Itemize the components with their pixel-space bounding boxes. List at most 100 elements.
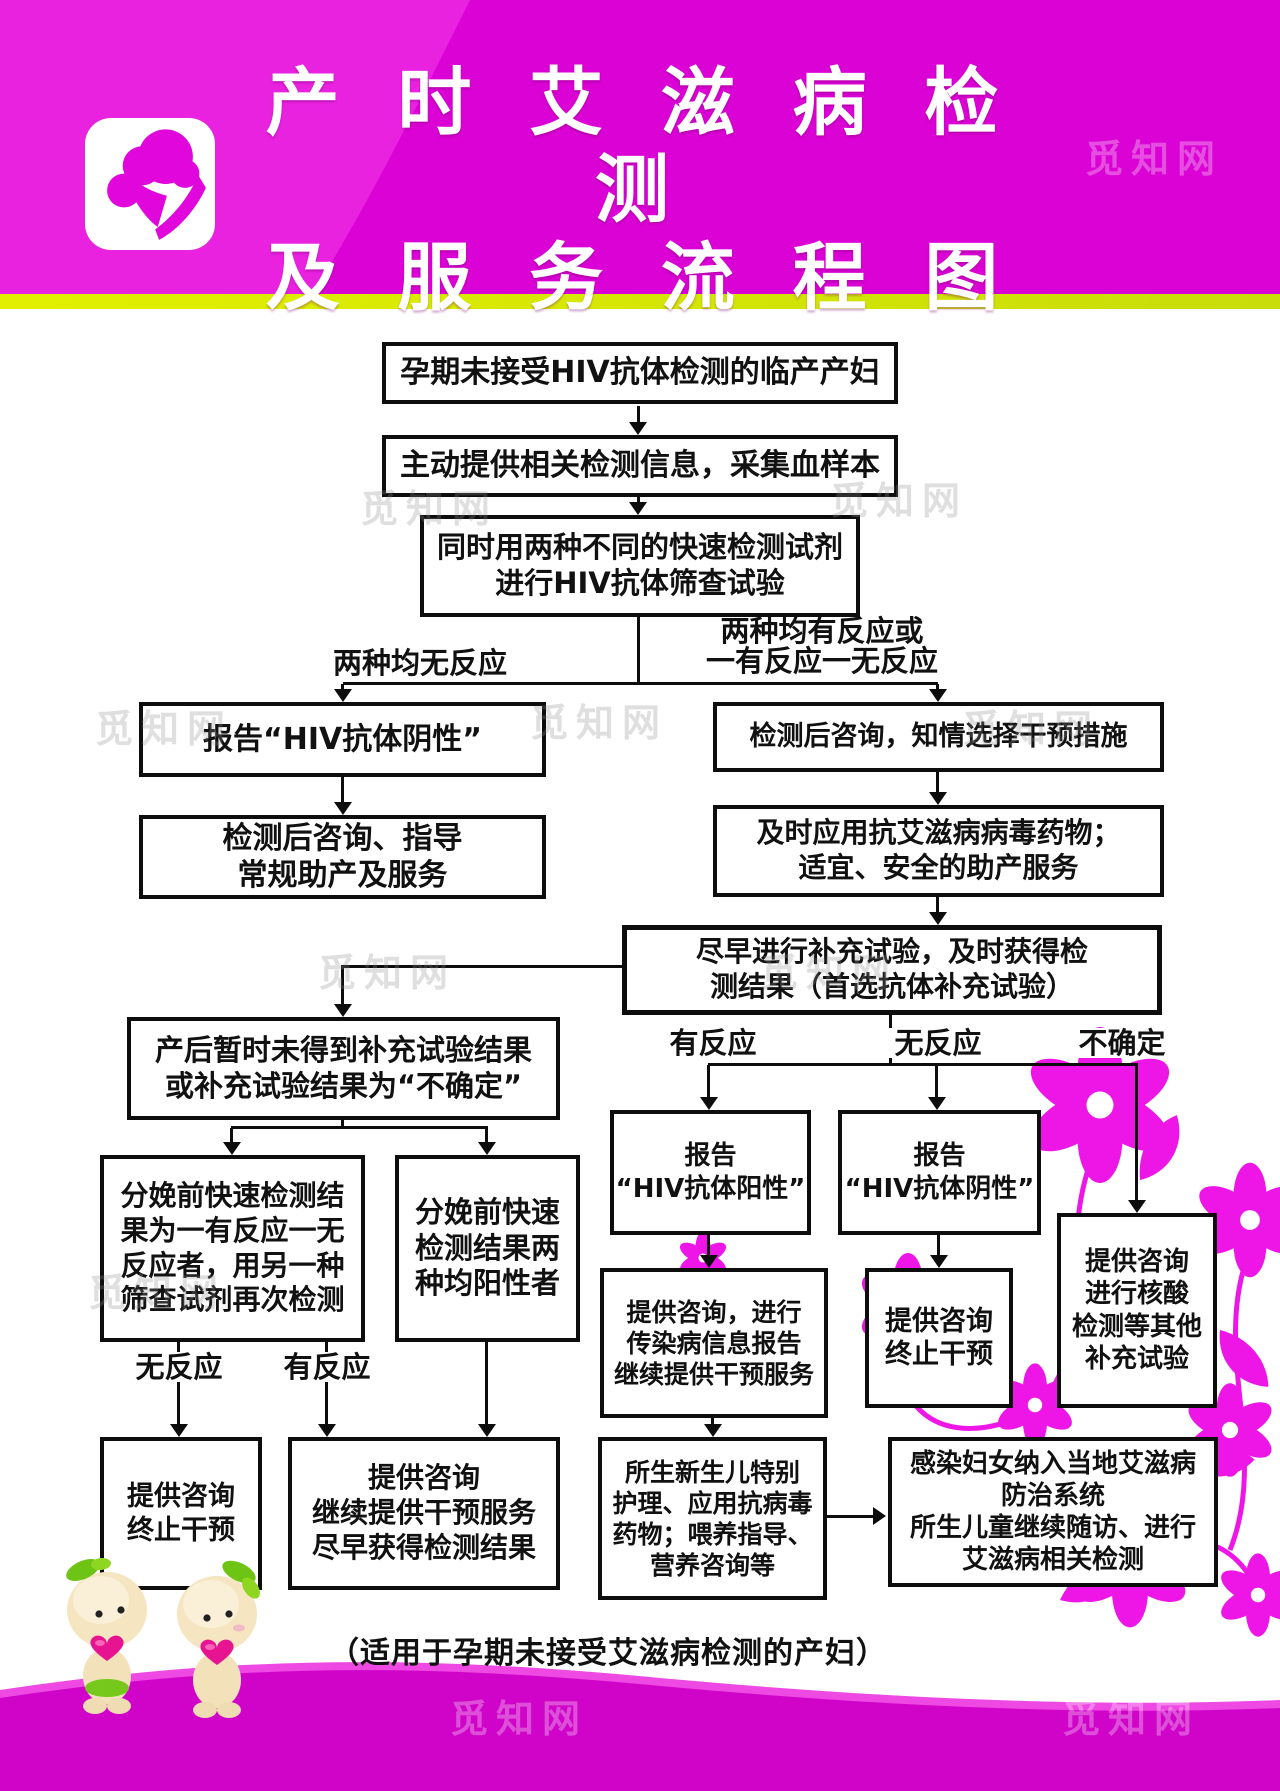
connector [177,1342,180,1425]
box-line: 终止干预 [885,1339,993,1370]
arrowhead-down [929,792,947,805]
connector [341,777,344,803]
baby-left [66,1557,147,1714]
box-retest-discordant: 分娩前快速检测结 果为一有反应一无 反应者，用另一种 筛查试剂再次检测 [100,1155,365,1342]
connector [343,965,624,968]
box-line: 终止干预 [127,1514,235,1546]
box-nat-supplementary: 提供咨询 进行核酸 检测等其他 补充试验 [1057,1213,1217,1408]
branch-label-line: 一有反应一无反应 [705,644,938,679]
arrowhead-down [1128,1200,1146,1213]
arrowhead-down [928,1097,946,1110]
box-line: 分娩前快速检测结 [120,1179,345,1213]
box-posttest-counsel-midwifery: 检测后咨询、指导 常规助产及服务 [139,815,546,899]
arrowhead-down [334,802,352,815]
box-line: 主动提供相关检测信息，采集血样本 [400,448,880,484]
box-line: 尽早进行补充试验，及时获得检 [695,935,1088,969]
box-line: 补充试验 [1084,1343,1189,1374]
box-provide-info-collect-blood: 主动提供相关检测信息，采集血样本 [382,435,898,497]
connector [637,617,640,684]
connector [231,1126,488,1129]
applicability-caption: （适用于孕期未接受艾滋病检测的产妇） [329,1636,887,1671]
watermark: 觅知网 [318,951,457,995]
box-line: 种均阳性者 [414,1266,560,1301]
box-line: 孕期未接受HIV抗体检测的临产产妇 [400,355,880,391]
box-counsel-stop-intervention-right: 提供咨询 终止干预 [865,1268,1013,1408]
connector [637,497,640,505]
connector [935,1065,938,1098]
box-newborn-special-care: 所生新生儿特别 护理、应用抗病毒 药物；喂养指导、 营养咨询等 [598,1437,827,1600]
box-line: 防治系统 [1000,1480,1105,1511]
box-line: 药物；喂养指导、 [612,1519,813,1549]
box-line: 进行HIV抗体筛查试验 [495,566,785,600]
box-counsel-stop-intervention-left: 提供咨询 终止干预 [100,1437,262,1590]
box-line: 提供咨询，进行 [626,1297,802,1327]
box-line: 检测等其他 [1071,1311,1202,1342]
box-line: 提供咨询 [367,1461,480,1495]
connector [343,682,938,685]
accent-band [0,294,1280,309]
connector [325,1342,328,1425]
box-line: 检测后咨询、指导 [222,820,463,856]
box-supplementary-test-asap: 尽早进行补充试验，及时获得检 测结果（首选抗体补充试验） [622,925,1162,1015]
arrowhead-down [929,689,947,702]
box-line: 进行核酸 [1084,1279,1189,1310]
connector [936,897,939,913]
arrowhead-down [478,1142,496,1155]
arrowhead-down [334,1004,352,1017]
box-line: 尽早获得检测结果 [311,1530,536,1564]
arrowhead-down [700,1255,718,1268]
box-report-hiv-negative-2: 报告 “HIV抗体阴性” [838,1110,1041,1235]
branch-label-nonreactive: 无反应 [863,1028,1013,1058]
box-counsel-continue-intervention: 提供咨询 继续提供干预服务 尽早获得检测结果 [288,1437,560,1590]
arrowhead-down [700,1097,718,1110]
branch-label-uncertain: 不确定 [1047,1028,1197,1058]
box-both-positive: 分娩前快速 检测结果两 种均阳性者 [395,1155,580,1342]
arrowhead-down [929,912,947,925]
arrowhead-down [629,502,647,515]
box-line: 产后暂时未得到补充试验结果 [154,1032,532,1067]
branch-label-line: 两种均有反应或 [720,614,924,648]
arrowhead-down [704,1424,722,1437]
box-line: 适宜、安全的助产服务 [798,851,1079,884]
box-line: 分娩前快速 [414,1194,560,1229]
page-title: 产 时 艾 滋 病 检 测 及 服 务 流 程 图 [250,60,1030,322]
box-counsel-disease-report: 提供咨询，进行 传染病信息报告 继续提供干预服务 [600,1268,828,1418]
branch-label-nonreactive-2: 无反应 [104,1352,254,1382]
box-posttest-counsel-intervention: 检测后咨询，知情选择干预措施 [713,702,1164,772]
box-line: 提供咨询 [127,1481,235,1513]
box-report-hiv-positive-2: 报告 “HIV抗体阳性” [610,1110,811,1235]
box-line: 报告 [913,1141,966,1172]
connector [341,1120,344,1128]
page-title-line1: 产 时 艾 滋 病 检 测 [265,60,1015,234]
box-line: 提供咨询 [885,1305,993,1337]
arrowhead-down [629,422,647,435]
connector [230,1128,233,1144]
box-line: 感染妇女纳入当地艾滋病 [909,1448,1196,1479]
arrowhead-down [170,1424,188,1437]
connector [827,1515,875,1518]
connector [485,1128,488,1144]
box-line: 常规助产及服务 [237,858,448,893]
box-line: 提供咨询 [1084,1247,1189,1278]
mother-child-logo [85,118,215,250]
box-line: 艾滋病相关检测 [961,1545,1144,1576]
arrowhead-right [873,1507,886,1525]
box-line: 营养咨询等 [649,1550,775,1580]
branch-label-reactive: 有反应 [638,1028,788,1058]
connector [1135,1065,1138,1201]
box-line: “HIV抗体阴性” [844,1173,1035,1204]
box-report-hiv-negative: 报告“HIV抗体阴性” [139,702,546,777]
connector [707,1235,710,1256]
branch-label-both-nonreactive: 两种均无反应 [320,648,520,678]
box-line: “HIV抗体阳性” [615,1173,806,1204]
connector [341,965,344,1005]
branch-label-reactive-2: 有反应 [252,1352,402,1382]
connector [936,772,939,793]
connector [637,406,640,425]
connector [936,684,939,691]
box-line: 筛查试剂再次检测 [120,1283,345,1317]
connector [708,1063,1138,1066]
box-line: 及时应用抗艾滋病病毒药物； [756,816,1121,850]
baby-cartoons [66,1557,260,1718]
box-line: 传染病信息报告 [626,1328,802,1358]
